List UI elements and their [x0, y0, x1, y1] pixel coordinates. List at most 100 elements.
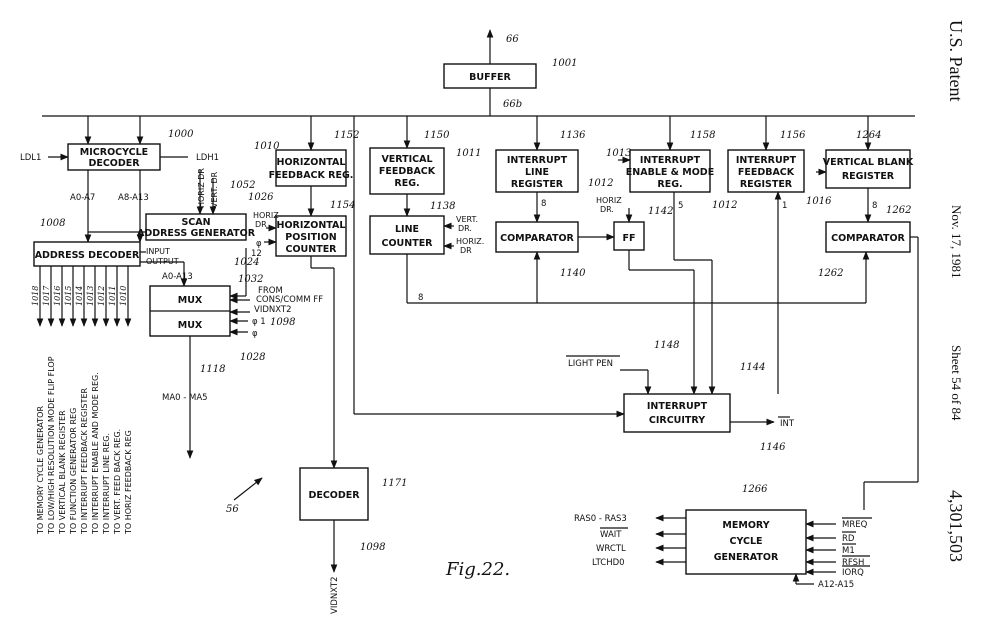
scan-label-1: SCAN [181, 217, 210, 228]
a8a13-signal: A8-A13 [118, 193, 149, 203]
horiz-dr3-signal: HORIZ. [456, 237, 484, 246]
output-label-1011: TO VERT. FEED BACK REG. [113, 429, 122, 535]
interrupt-feedback-register-block: INTERRUPT FEEDBACK REGISTER 1156 1012 1 [712, 116, 806, 394]
five-signal: 5 [678, 201, 683, 211]
twelve-signal: 12 [251, 249, 262, 259]
vert-dr2b-signal: DR. [458, 224, 472, 233]
m1-signal: M1 [842, 546, 855, 556]
ref-1028: 1028 [240, 352, 265, 363]
rfsh-signal: RFSH [842, 558, 864, 568]
memory-cycle-generator-block: MEMORY CYCLE GENERATOR 1266 RAS0 - RAS3 … [574, 484, 872, 590]
from-signal: FROM [258, 286, 283, 296]
comparator-b-label: COMPARATOR [831, 233, 905, 244]
ref-1156: 1156 [780, 130, 806, 141]
output-ref-1017: 1017 [42, 285, 51, 306]
ref-66b: 66b [503, 99, 522, 110]
ref-1152: 1152 [334, 130, 359, 141]
vfb-label-1: VERTICAL [381, 154, 432, 165]
ref-56-pointer: 56 [226, 477, 263, 515]
sheet-number: Sheet 54 of 84 [949, 345, 964, 421]
ff-block: FF 1142 HORIZ DR. [596, 196, 698, 395]
output-label-1014: TO INTERRUPT FEEDBACK REGISTER [80, 388, 89, 535]
vb-label-2: REGISTER [842, 171, 895, 182]
output-label-1015: TO FUNCTION GENERATOR REG [69, 408, 78, 535]
decoder-block: DECODER 1171 1098 VIDNXT2 [299, 467, 407, 614]
microcycle-label-1: MICROCYCLE [80, 147, 148, 158]
ref-1098b: 1098 [360, 542, 385, 553]
ref-1262a: 1262 [886, 205, 911, 216]
ref-1052: 1052 [230, 180, 255, 191]
ref-1012b: 1012 [712, 200, 737, 211]
ref-1000: 1000 [168, 129, 194, 140]
hpc-label-2: POSITION [285, 232, 337, 243]
mux-top-label: MUX [178, 295, 203, 306]
mreq-signal: MREQ [842, 520, 868, 530]
data-bus: 66 66b [42, 29, 915, 117]
eight-signal-c: 8 [418, 293, 423, 303]
patent-number: 4,301,503 [946, 490, 966, 562]
a0a7-signal: A0-A7 [70, 193, 95, 203]
ref-1150: 1150 [424, 130, 450, 141]
a0a13-signal: A0-A13 [162, 272, 193, 282]
mux-bottom-label: MUX [178, 320, 203, 331]
output-ref-1010: 1010 [119, 286, 128, 306]
patent-label: U.S. Patent [946, 20, 966, 102]
phi-signal: φ [252, 329, 258, 339]
eight-signal-b: 8 [872, 201, 877, 211]
comparator-a-label: COMPARATOR [500, 233, 574, 244]
output-ref-1015: 1015 [64, 286, 73, 306]
buffer-label: BUFFER [469, 72, 511, 83]
ic-label-1: INTERRUPT [647, 401, 708, 412]
ref-1142: 1142 [648, 206, 673, 217]
ras-signal: RAS0 - RAS3 [574, 514, 627, 524]
vertical-blank-register-block: VERTICAL BLANK REGISTER 1264 1016 8 1262 [806, 116, 914, 223]
ltchd0-signal: LTCHD0 [592, 558, 625, 568]
ref-56: 56 [226, 504, 239, 515]
decoder-label: DECODER [308, 490, 360, 501]
horiz-ff-signal: HORIZ [596, 196, 622, 205]
output-label-1017: TO LOW/HIGH RESOLUTION MODE FLIP FLOP [47, 356, 56, 535]
lc-label-2: COUNTER [382, 238, 434, 249]
horiz-dr3b-signal: DR [460, 246, 472, 255]
hfb-label-1: HORIZONTAL [277, 157, 346, 168]
buffer-block: BUFFER 1001 [443, 58, 577, 89]
output-ref-1014: 1014 [75, 286, 84, 306]
horiz-dr2-signal: HORIZ [253, 211, 279, 220]
interrupt-circuitry-block: INTERRUPT CIRCUITRY 1144 1148 LIGHT PEN … [353, 116, 795, 453]
hpc-label-1: HORIZONTAL [277, 220, 346, 231]
ilr-label-3: REGISTER [511, 179, 564, 190]
ref-1010: 1010 [254, 141, 280, 152]
scan-label-2: ADDRESS GENERATOR [137, 228, 256, 239]
mcg-label-3: GENERATOR [714, 552, 779, 563]
phi-hpc-signal: φ [256, 239, 262, 249]
iorq-signal: IORQ [842, 568, 864, 578]
ref-1136: 1136 [560, 130, 586, 141]
ifb-label-3: REGISTER [740, 179, 793, 190]
horiz-dr2b-signal: DR [255, 220, 267, 229]
ref-1158: 1158 [690, 130, 715, 141]
vfb-label-2: FEEDBACK [379, 166, 436, 177]
vertical-feedback-reg-block: VERTICAL FEEDBACK REG. 1150 1011 [369, 116, 481, 217]
ref-1140: 1140 [560, 268, 586, 279]
hpc-label-3: COUNTER [286, 244, 338, 255]
ilr-label-2: LINE [525, 167, 549, 178]
output-label-1012: TO INTERRUPT LINE REG. [102, 433, 111, 535]
one-signal: 1 [782, 201, 787, 211]
a12a15-signal: A12-A15 [818, 580, 854, 590]
ref-1266: 1266 [742, 484, 768, 495]
output-ref-1018: 1018 [31, 286, 40, 306]
ref-1024: 1024 [234, 257, 259, 268]
line-counter-block: LINE COUNTER 1138 VERT. DR. HORIZ. DR 8 [369, 201, 866, 304]
horizontal-position-counter-block: HORIZONTAL POSITION COUNTER 1154 HORIZ D… [253, 200, 355, 469]
lc-label-1: LINE [395, 224, 419, 235]
cons-comm-signal: CONS/COMM FF [256, 295, 323, 305]
ref-1016: 1016 [806, 196, 832, 207]
iem-label-3: REG. [657, 179, 682, 190]
ref-1008: 1008 [40, 218, 65, 229]
light-pen-signal: LIGHT PEN [568, 359, 613, 369]
int-signal: INT [780, 419, 795, 429]
comparator-b-block: COMPARATOR 1262 [818, 221, 919, 510]
output-ref-1013: 1013 [86, 286, 95, 306]
output-ref-1011: 1011 [108, 286, 117, 306]
ma-signal: MA0 - MA5 [162, 393, 208, 403]
